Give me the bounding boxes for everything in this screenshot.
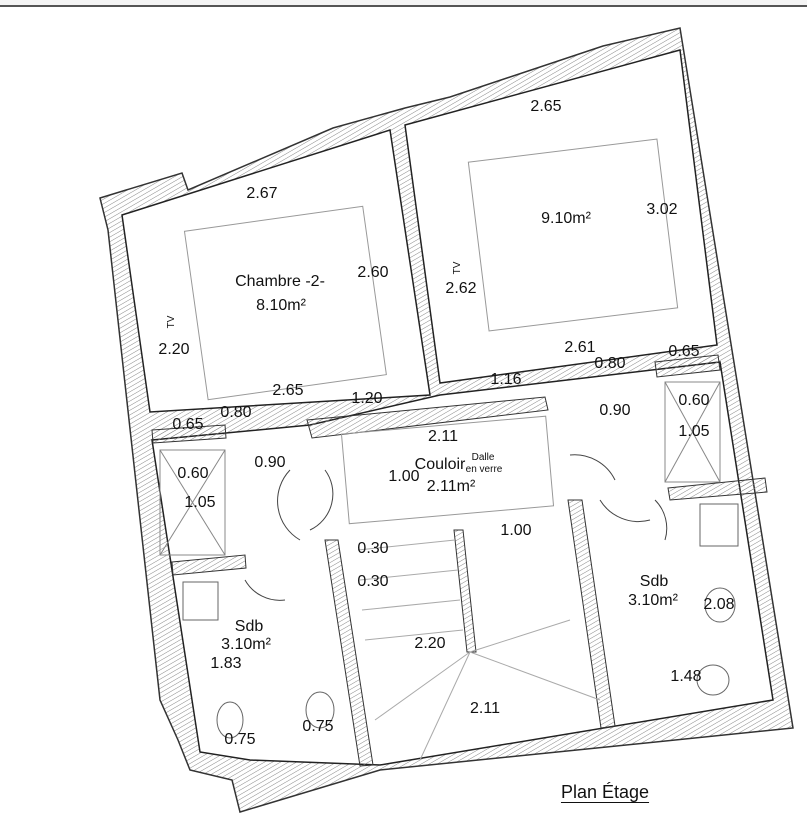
toilet (696, 664, 730, 696)
dimension: 2.20 (158, 341, 190, 358)
plan-title: Plan Étage (560, 782, 650, 802)
dimension: 2.61 (564, 339, 596, 356)
interior-wall (306, 396, 549, 439)
sink (699, 503, 739, 547)
dimension: 0.65 (668, 343, 700, 360)
dimension: 2.67 (246, 185, 278, 202)
dimension: 0.60 (177, 465, 209, 482)
dimension: 2.62 (445, 280, 477, 297)
room-name-bathroom-right: Sdb (639, 573, 669, 590)
interior-wall (567, 499, 616, 729)
room-area-bedroom-1: 9.10m² (541, 210, 591, 227)
dimension: 0.30 (357, 573, 389, 590)
dimension: 1.20 (351, 390, 383, 407)
dimension: 2.11 (428, 428, 458, 445)
dimension: 1.83 (210, 655, 242, 672)
dimension: 0.65 (172, 416, 204, 433)
window-top-border (0, 0, 807, 7)
toilet (216, 701, 244, 739)
room-name-bathroom-left: Sdb (234, 618, 264, 635)
dimension: 0.90 (599, 402, 631, 419)
interior-wall (324, 539, 374, 767)
dimension: 1.48 (670, 668, 702, 685)
room-name-corridor: Couloir (414, 456, 466, 473)
dimension: 2.20 (414, 635, 446, 652)
room-area-bathroom-right: 3.10m² (628, 592, 678, 609)
dimension: 0.75 (224, 731, 256, 748)
dimension: 2.65 (272, 382, 304, 399)
tv-label: TV (166, 315, 177, 329)
dimension: 0.80 (220, 404, 252, 421)
bed (183, 205, 387, 401)
dimension: 0.60 (678, 392, 710, 409)
dimension: 1.00 (500, 522, 532, 539)
tv-label: TV (452, 261, 463, 275)
glass-slab-label: Dalle (471, 452, 495, 463)
dimension: 2.65 (530, 98, 562, 115)
dimension: 0.30 (357, 540, 389, 557)
glass-slab-label: en verre (465, 464, 503, 475)
dimension: 1.05 (184, 494, 216, 511)
dimension: 0.75 (302, 718, 334, 735)
room-area-bedroom-2: 8.10m² (256, 297, 306, 314)
dimension: 0.80 (594, 355, 626, 372)
room-name-bedroom-2: Chambre -2- (235, 273, 325, 290)
dimension: 2.08 (703, 596, 735, 613)
bedroom-1-floor (404, 49, 718, 384)
door-swings (244, 454, 668, 601)
staircase (357, 539, 601, 761)
dimension: 2.11 (470, 700, 500, 717)
bedroom-2-floor (121, 129, 431, 413)
room-area-corridor: 2.11m² (426, 478, 476, 495)
toilet (704, 587, 736, 623)
glass-slab (340, 415, 555, 525)
dimension: 3.02 (646, 201, 678, 218)
toilet (305, 691, 335, 729)
interior-wall (151, 424, 227, 444)
interior-wall (654, 354, 721, 378)
interior-wall (171, 554, 247, 576)
stair-wall (453, 529, 477, 653)
interior-wall (667, 477, 768, 501)
room-area-bathroom-left: 3.10m² (221, 636, 271, 653)
bed (467, 138, 679, 332)
sink (182, 581, 219, 621)
dimension: 2.60 (357, 264, 389, 281)
dimension: 1.00 (388, 468, 420, 485)
shower-tray (159, 381, 721, 556)
dimension: 1.05 (678, 423, 710, 440)
dimension: 0.90 (254, 454, 286, 471)
dimension: 1.16 (490, 371, 522, 388)
